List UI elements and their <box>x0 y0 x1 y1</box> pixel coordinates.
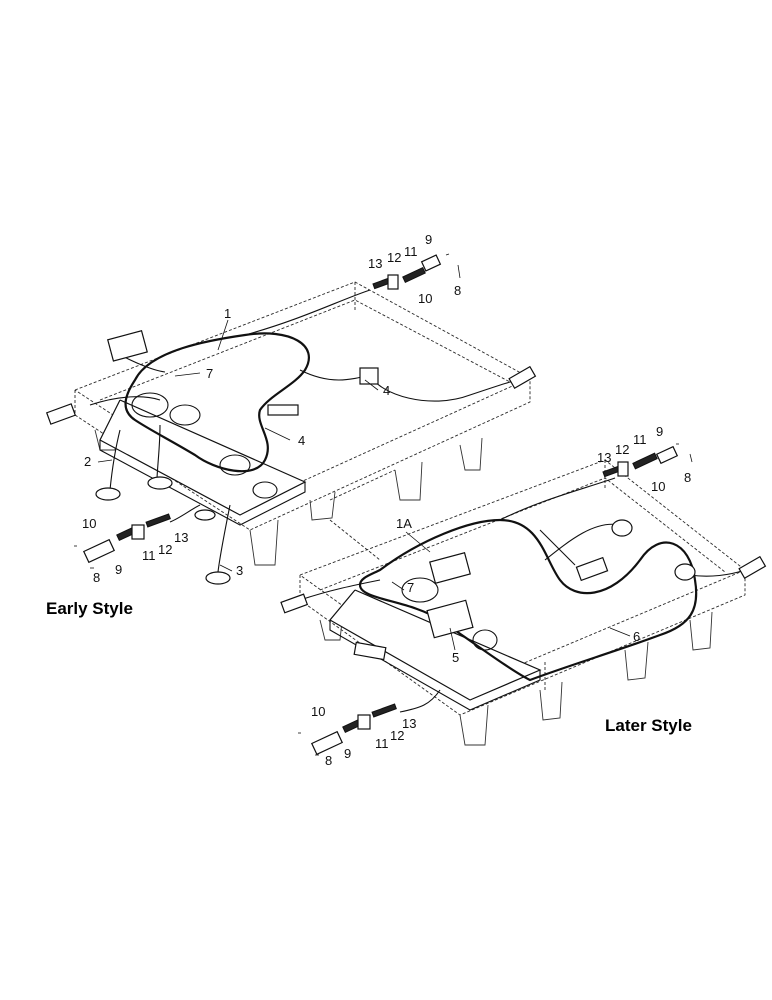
early-callout-4b: 4 <box>298 433 305 448</box>
later-marker-lamp-right <box>738 555 767 580</box>
later-relay <box>575 556 609 582</box>
later-callout-5: 5 <box>452 650 459 665</box>
early-bottom-callout-11: 11 <box>142 548 156 563</box>
early-bottom-callout-12: 12 <box>158 542 172 557</box>
early-top-callout-11: 11 <box>404 244 418 259</box>
later-bottom-fastener-group <box>298 703 397 756</box>
early-light-3 <box>205 571 231 585</box>
later-bottom-callout-12: 12 <box>390 728 404 743</box>
early-bottom-callout-10: 10 <box>82 516 96 531</box>
early-bottom-fastener-group <box>74 513 171 569</box>
later-top-callout-8: 8 <box>684 470 691 485</box>
later-callout-6: 6 <box>633 629 640 644</box>
later-control-module <box>426 599 474 639</box>
early-bottom-callout-8: 8 <box>93 570 100 585</box>
early-light-1 <box>95 487 121 501</box>
later-marker-lamp-left <box>280 593 309 614</box>
early-top-fastener-group <box>372 253 461 290</box>
early-light-4 <box>194 509 216 521</box>
early-top-callout-12: 12 <box>387 250 401 265</box>
early-style-assembly <box>45 253 537 585</box>
later-bottom-callout-8: 8 <box>325 753 332 768</box>
later-top-fastener-group <box>602 443 693 478</box>
later-top-callout-9: 9 <box>656 424 663 439</box>
later-top-callout-13: 13 <box>597 450 611 465</box>
early-top-callout-10: 10 <box>418 291 432 306</box>
later-bottom-callout-11: 11 <box>375 736 389 751</box>
early-callout-3: 3 <box>236 563 243 578</box>
later-style-assembly <box>280 443 767 756</box>
later-plate <box>353 641 387 661</box>
later-callout-7: 7 <box>407 580 414 595</box>
early-marker-lamp-left <box>45 403 77 425</box>
early-marker-lamp-right <box>508 365 537 390</box>
early-top-callout-8: 8 <box>454 283 461 298</box>
later-top-callout-12: 12 <box>615 442 629 457</box>
later-main-harness <box>358 518 698 682</box>
early-callout-2: 2 <box>84 454 91 469</box>
later-lamp-right <box>611 519 633 537</box>
early-top-callout-13: 13 <box>368 256 382 271</box>
early-relay <box>267 404 299 416</box>
later-top-callout-10: 10 <box>651 479 665 494</box>
later-junction-box <box>429 551 471 585</box>
early-style-label: Early Style <box>46 599 133 618</box>
early-top-callout-9: 9 <box>425 232 432 247</box>
early-junction-box <box>106 329 148 362</box>
early-bottom-callout-9: 9 <box>115 562 122 577</box>
later-callout-1a: 1A <box>396 516 412 531</box>
early-main-harness <box>124 332 310 473</box>
early-callout-1: 1 <box>224 306 231 321</box>
early-switch <box>359 367 379 385</box>
later-bottom-callout-13: 13 <box>402 716 416 731</box>
early-callout-7: 7 <box>206 366 213 381</box>
early-callout-4a: 4 <box>383 383 390 398</box>
later-lower-tray <box>329 589 542 701</box>
early-bottom-callout-13: 13 <box>174 530 188 545</box>
later-lamp-rear <box>674 563 696 581</box>
later-top-callout-11: 11 <box>633 432 647 447</box>
later-style-label: Later Style <box>605 716 692 735</box>
early-light-2 <box>147 476 173 490</box>
later-bottom-callout-9: 9 <box>344 746 351 761</box>
later-bottom-callout-10: 10 <box>311 704 325 719</box>
